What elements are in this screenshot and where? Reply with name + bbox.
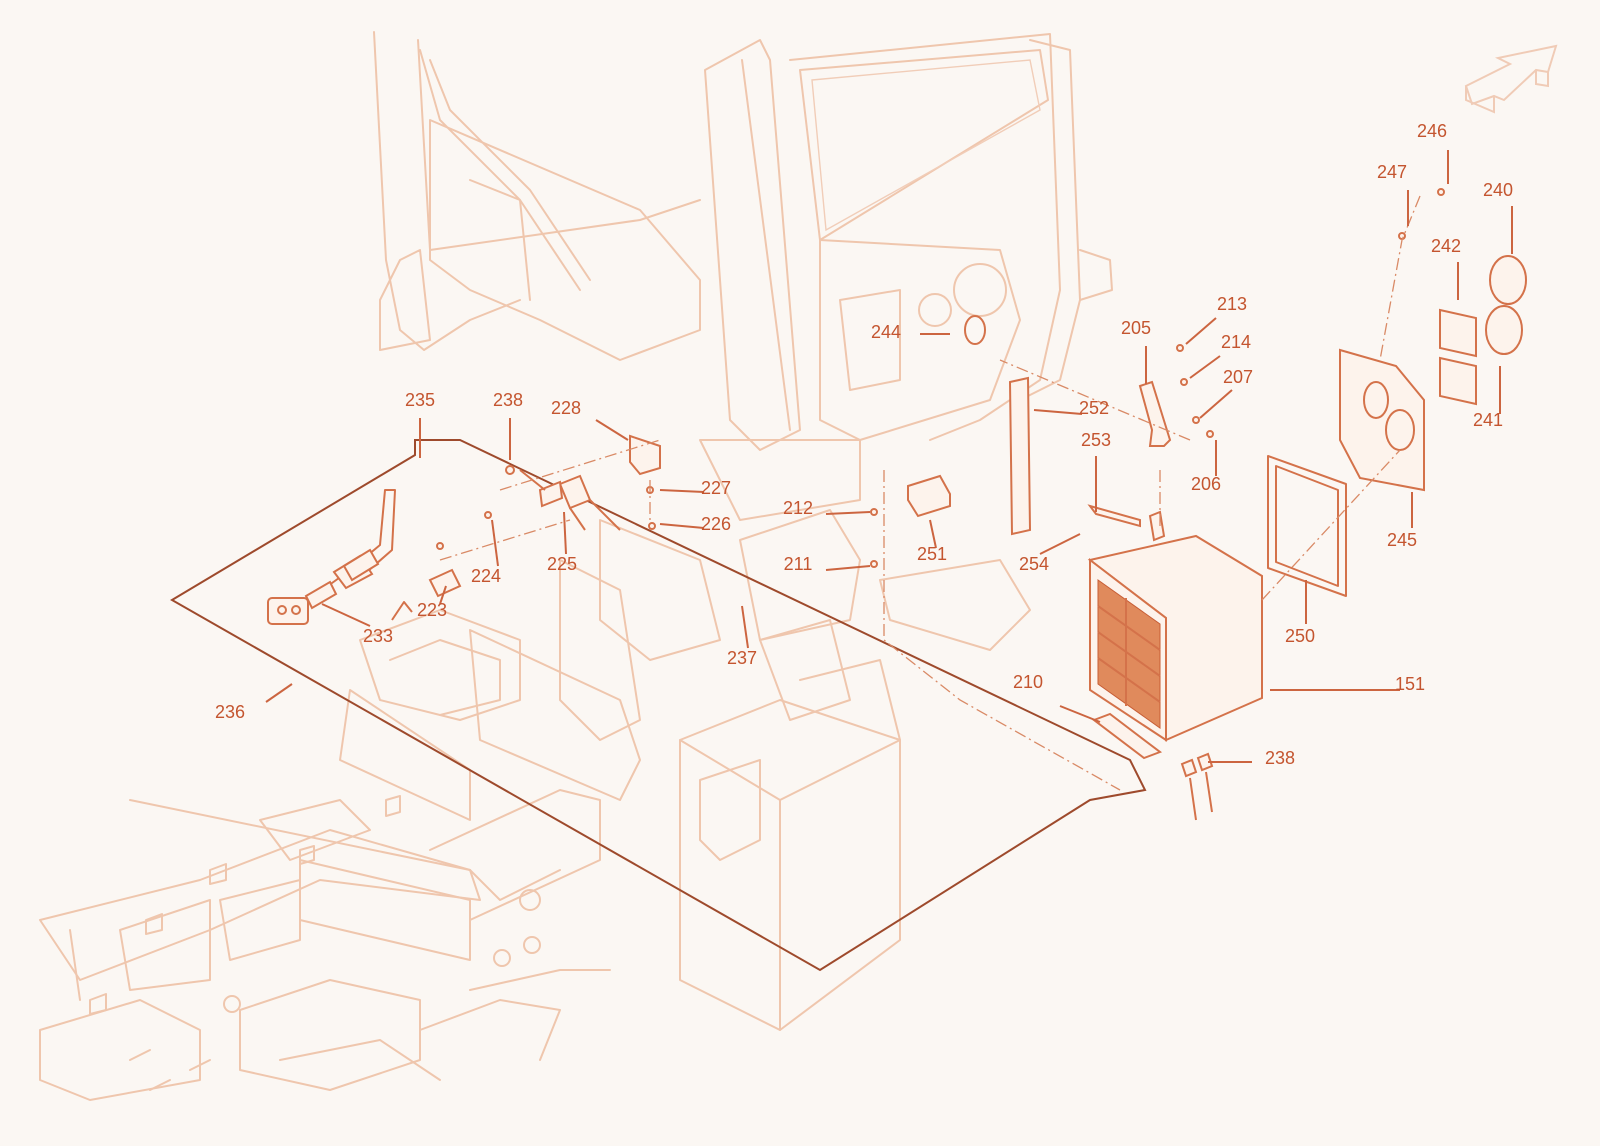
callout-211: 211 [784,554,813,574]
heater-assembly [964,188,1527,821]
callout-223: 223 [417,600,447,620]
callout-207: 207 [1223,367,1253,387]
callout-206: 206 [1191,474,1221,494]
callout-227: 227 [701,478,731,498]
callout-241: 241 [1473,410,1503,430]
callout-240: 240 [1483,180,1513,200]
callout-233: 233 [363,626,393,646]
callout-251: 251 [917,544,947,564]
callout-labels: 240 241 242 244 245 246 247 250 151 205 206 207 210 2… [215,121,1513,768]
callout-212: 212 [783,498,813,518]
callout-238b: 238 [1265,748,1295,768]
callout-237: 237 [727,648,757,668]
callout-244: 244 [871,322,901,342]
callout-235: 235 [405,390,435,410]
callout-236: 236 [215,702,245,722]
kit-boundary-frame [170,439,1147,972]
callout-252: 252 [1079,398,1109,418]
direction-arrow-icon [1464,44,1558,114]
callout-238a: 238 [493,390,523,410]
callout-226: 226 [701,514,731,534]
callout-228: 228 [551,398,581,418]
callout-253: 253 [1081,430,1111,450]
callout-151: 151 [1395,674,1425,694]
callout-246: 246 [1417,121,1447,141]
callout-254: 254 [1019,554,1049,574]
callout-210: 210 [1013,672,1043,692]
leader-lines [265,150,1513,763]
callout-205: 205 [1121,318,1151,338]
machine-frame-ghost [39,31,1113,1101]
callout-213: 213 [1217,294,1247,314]
callout-214: 214 [1221,332,1251,352]
callout-242: 242 [1431,236,1461,256]
callout-247: 247 [1377,162,1407,182]
alignment-lines [439,195,1421,791]
callout-224: 224 [471,566,501,586]
callout-245: 245 [1387,530,1417,550]
callout-225: 225 [547,554,577,574]
harness-parts [267,434,951,625]
callout-250: 250 [1285,626,1315,646]
